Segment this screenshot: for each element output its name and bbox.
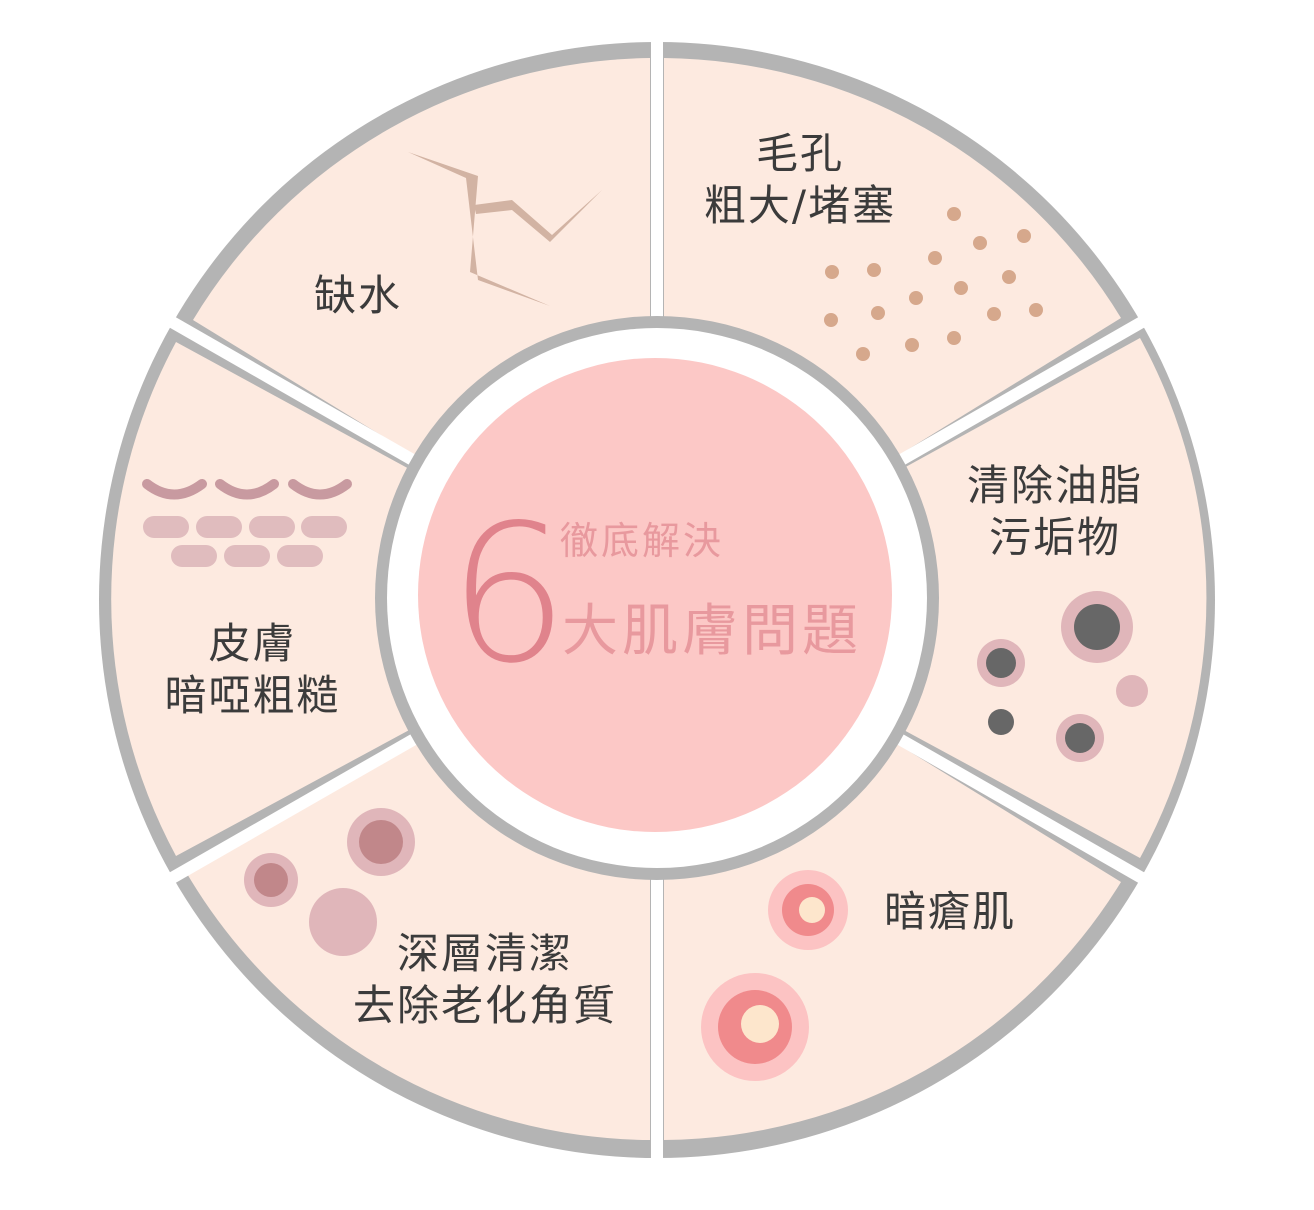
label-pores-line2: 粗大/堵塞 xyxy=(703,181,897,230)
label-pores: 毛孔 粗大/堵塞 xyxy=(680,128,920,232)
label-oil-line1: 清除油脂 xyxy=(966,461,1143,510)
label-rough-line2: 暗啞粗糙 xyxy=(164,671,341,720)
center-title: 大肌膚問題 xyxy=(562,599,862,664)
label-rough-line1: 皮膚 xyxy=(208,619,297,668)
crack-icon xyxy=(408,152,602,306)
label-deep: 深層清潔 去除老化角質 xyxy=(330,928,640,1032)
label-deep-line2: 去除老化角質 xyxy=(352,981,617,1030)
dots-icon xyxy=(824,207,1043,361)
center-subtitle: 徹底解決 xyxy=(560,519,725,563)
center-circle xyxy=(418,358,892,832)
blackheads-icon xyxy=(977,591,1148,762)
label-dry: 缺水 xyxy=(298,270,418,322)
pimple-icon xyxy=(701,870,848,1081)
dead-skin-icon xyxy=(244,808,415,956)
label-oil: 清除油脂 污垢物 xyxy=(950,460,1160,564)
skin-layers-icon xyxy=(142,479,352,567)
label-oil-line2: 污垢物 xyxy=(988,513,1121,562)
label-acne: 暗瘡肌 xyxy=(870,886,1030,938)
label-acne-line1: 暗瘡肌 xyxy=(883,887,1016,936)
label-rough: 皮膚 暗啞粗糙 xyxy=(145,618,360,722)
label-dry-line1: 缺水 xyxy=(313,271,402,320)
center-number: 6 xyxy=(448,484,569,705)
label-pores-line1: 毛孔 xyxy=(755,129,844,178)
label-deep-line1: 深層清潔 xyxy=(396,929,573,978)
